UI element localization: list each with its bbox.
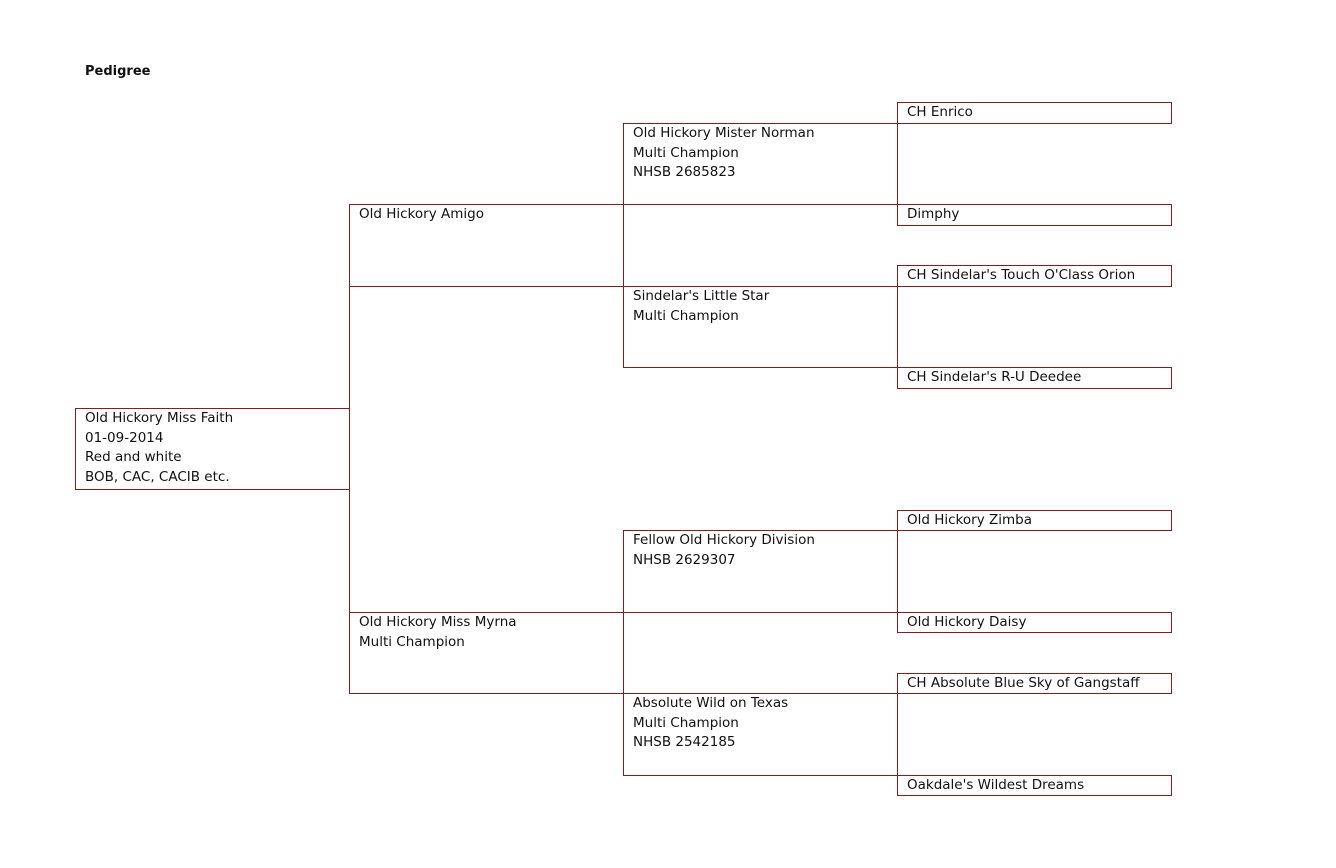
dam-dam-box-top (623, 693, 898, 694)
gen3-name-4: CH Sindelar's R-U Deedee (907, 369, 1082, 385)
dam-sire-reg: NHSB 2629307 (633, 551, 736, 568)
gen3-vertical-1 (897, 102, 898, 226)
sire-sire-entry: Old Hickory Mister Norman Multi Champion… (633, 124, 815, 183)
g3-7-right (1171, 673, 1172, 694)
g3-5-bottom (897, 530, 1172, 531)
sire-sire-box-top (623, 123, 898, 124)
g3-8-right (1171, 775, 1172, 796)
gen3-name-2: Dimphy (907, 206, 960, 222)
sire-dam-box-top (623, 286, 898, 287)
gen3-name-5: Old Hickory Zimba (907, 512, 1032, 528)
dam-dam-box-bottom (623, 775, 898, 776)
subject-entry: Old Hickory Miss Faith 01-09-2014 Red an… (85, 409, 233, 487)
subject-color: Red and white (85, 449, 182, 465)
sire-entry: Old Hickory Amigo (359, 205, 484, 225)
page-title: Pedigree (85, 64, 151, 79)
gen3-vertical-4 (897, 673, 898, 796)
subject-born: 01-09-2014 (85, 429, 164, 446)
dam-dam-name: Absolute Wild on Texas (633, 695, 789, 711)
sire-box-bottom (349, 286, 624, 287)
sire-dam-title: Multi Champion (633, 307, 739, 324)
gen1-vertical (349, 204, 350, 694)
g3-5-top (897, 510, 1172, 511)
gen3-name-1: CH Enrico (907, 104, 973, 120)
sire-box-top (349, 204, 624, 205)
gen2-vertical-upper (623, 123, 624, 368)
g3-3-bottom (897, 286, 1172, 287)
g3-5-right (1171, 510, 1172, 531)
gen3-name-8: Oakdale's Wildest Dreams (907, 777, 1085, 793)
g3-8-top (897, 775, 1172, 776)
g3-7-bottom (897, 693, 1172, 694)
g3-1-top (897, 102, 1172, 103)
dam-name: Old Hickory Miss Myrna (359, 614, 517, 630)
subject-box-bottom (75, 489, 350, 490)
subject-name: Old Hickory Miss Faith (85, 410, 234, 426)
subject-box-left (75, 408, 76, 490)
sire-dam-name: Sindelar's Little Star (633, 288, 770, 304)
dam-box-bottom (349, 693, 624, 694)
gen2-vertical-lower (623, 530, 624, 776)
sire-sire-box-bottom (623, 204, 898, 205)
g3-6-right (1171, 612, 1172, 633)
gen3-vertical-2 (897, 265, 898, 389)
sire-dam-entry: Sindelar's Little Star Multi Champion (633, 287, 769, 326)
dam-title: Multi Champion (359, 633, 465, 650)
g3-8-bottom (897, 795, 1172, 796)
gen3-name-7: CH Absolute Blue Sky of Gangstaff (907, 675, 1140, 691)
g3-2-top (897, 204, 1172, 205)
dam-sire-entry: Fellow Old Hickory Division NHSB 2629307 (633, 531, 815, 570)
gen3-vertical-3 (897, 510, 898, 633)
dam-dam-entry: Absolute Wild on Texas Multi Champion NH… (633, 694, 788, 753)
g3-2-bottom (897, 225, 1172, 226)
g3-3-top (897, 265, 1172, 266)
g3-4-right (1171, 367, 1172, 389)
g3-2-right (1171, 204, 1172, 226)
g3-1-right (1171, 102, 1172, 124)
dam-dam-title: Multi Champion (633, 714, 739, 731)
subject-titles: BOB, CAC, CACIB etc. (85, 468, 230, 485)
g3-1-bottom (897, 123, 1172, 124)
sire-dam-box-bottom (623, 367, 898, 368)
g3-6-bottom (897, 632, 1172, 633)
g3-4-top (897, 367, 1172, 368)
dam-dam-reg: NHSB 2542185 (633, 734, 736, 750)
sire-name: Old Hickory Amigo (359, 206, 484, 222)
g3-7-top (897, 673, 1172, 674)
sire-sire-title: Multi Champion (633, 144, 739, 161)
dam-sire-box-bottom (623, 612, 898, 613)
sire-sire-reg: NHSB 2685823 (633, 164, 736, 180)
dam-sire-box-top (623, 530, 898, 531)
dam-sire-name: Fellow Old Hickory Division (633, 532, 815, 548)
g3-3-right (1171, 265, 1172, 287)
dam-box-top (349, 612, 624, 613)
subject-box-top (75, 408, 350, 409)
g3-4-bottom (897, 388, 1172, 389)
sire-sire-name: Old Hickory Mister Norman (633, 125, 815, 141)
gen3-name-3: CH Sindelar's Touch O'Class Orion (907, 267, 1136, 283)
dam-entry: Old Hickory Miss Myrna Multi Champion (359, 613, 517, 652)
gen3-name-6: Old Hickory Daisy (907, 614, 1027, 630)
g3-6-top (897, 612, 1172, 613)
